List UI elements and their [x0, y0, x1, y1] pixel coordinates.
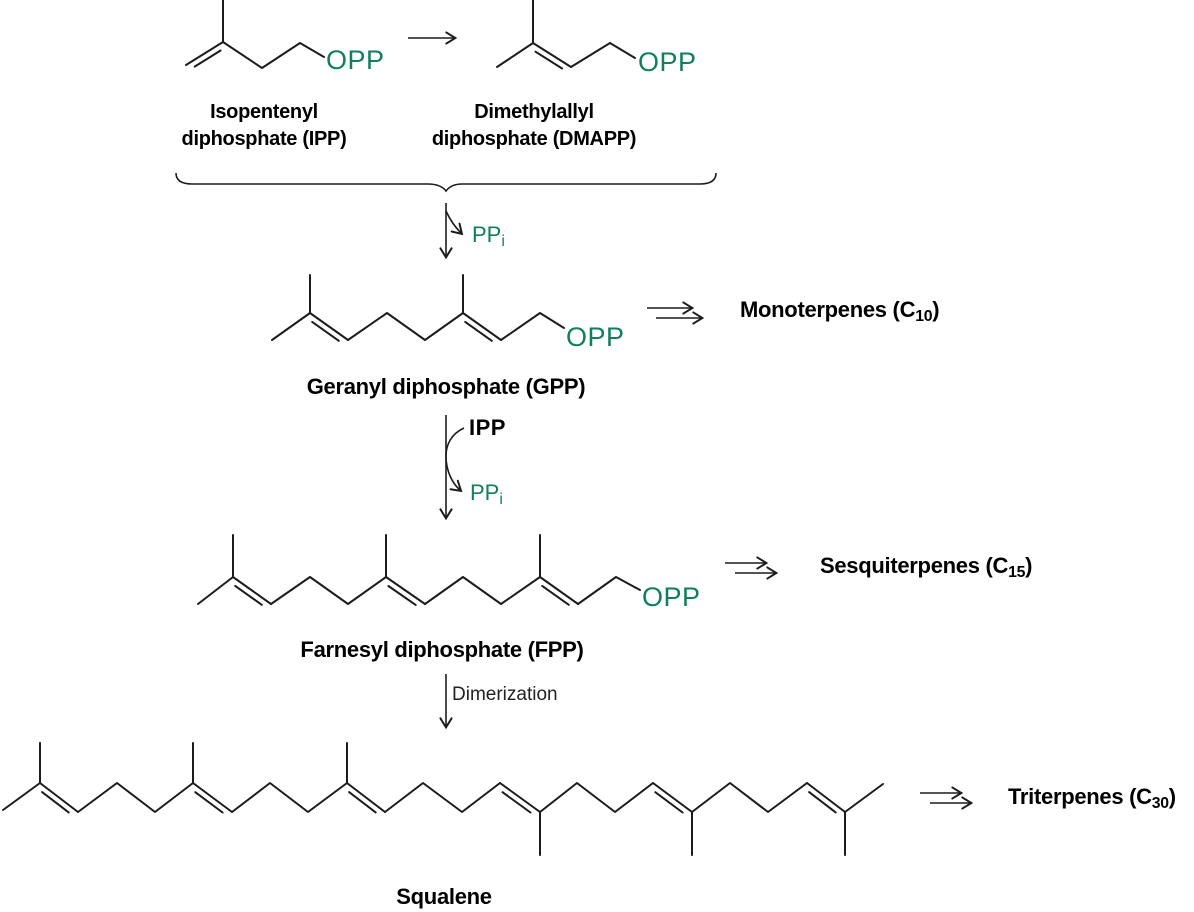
ppi-byproduct-label-1: PPi: [472, 222, 505, 250]
monoterpenes-text: Monoterpenes (C: [740, 297, 916, 322]
triterpenes-paren: ): [1168, 784, 1176, 809]
monoterpenes-paren: ): [932, 297, 940, 322]
monoterpenes-subscript: 10: [915, 307, 933, 325]
monoterpenes-label: Monoterpenes (C10): [740, 297, 940, 325]
ppi-text: PP: [470, 480, 500, 505]
dmapp-name-line2: diphosphate (DMAPP): [431, 128, 637, 150]
dmapp-name-label: Dimethylallyl diphosphate (DMAPP): [431, 99, 637, 153]
triterpenes-subscript: 30: [1151, 794, 1169, 812]
sesquiterpenes-double-arrow: [725, 556, 779, 580]
ipp-reagent-label: IPP: [469, 415, 506, 440]
monoterpenes-double-arrow: [647, 301, 705, 325]
brace: [175, 172, 717, 193]
sesquiterpenes-label: Sesquiterpenes (C15): [820, 553, 1033, 581]
squalene-name-label: Squalene: [396, 884, 492, 909]
fpp-structure: [197, 534, 641, 606]
triterpenes-label: Triterpenes (C30): [1008, 784, 1176, 812]
condensation-arrow: [439, 203, 464, 260]
ipp-name-line1: Isopentenyl: [210, 101, 318, 123]
ipp-structure: [185, 0, 325, 69]
dmapp-structure: [496, 0, 636, 70]
ipp-name-line2: diphosphate (IPP): [181, 128, 347, 150]
gpp-opp-label: OPP: [566, 322, 625, 352]
sesquiterpenes-paren: ): [1025, 553, 1033, 578]
triterpenes-double-arrow: [920, 786, 974, 810]
squalene-structure: [2, 742, 884, 856]
ppi-subscript: i: [499, 490, 503, 508]
ipp-name-label: Isopentenyl diphosphate (IPP): [182, 99, 347, 153]
sesquiterpenes-subscript: 15: [1008, 563, 1026, 581]
fpp-name-label: Farnesyl diphosphate (FPP): [300, 637, 584, 662]
sesquiterpenes-text: Sesquiterpenes (C: [820, 553, 1009, 578]
ppi-text: PP: [472, 222, 502, 247]
ipp-opp-label: OPP: [326, 45, 385, 75]
dmapp-opp-label: OPP: [638, 47, 697, 77]
dimerization-label: Dimerization: [452, 684, 558, 705]
fpp-opp-label: OPP: [642, 582, 701, 612]
elongation-arrow: [439, 415, 465, 521]
gpp-structure: [271, 274, 565, 342]
dmapp-name-line1: Dimethylallyl: [474, 101, 594, 123]
ppi-byproduct-label-2: PPi: [470, 480, 503, 508]
triterpenes-text: Triterpenes (C: [1008, 784, 1152, 809]
gpp-name-label: Geranyl diphosphate (GPP): [306, 374, 586, 399]
ppi-subscript: i: [501, 232, 505, 250]
